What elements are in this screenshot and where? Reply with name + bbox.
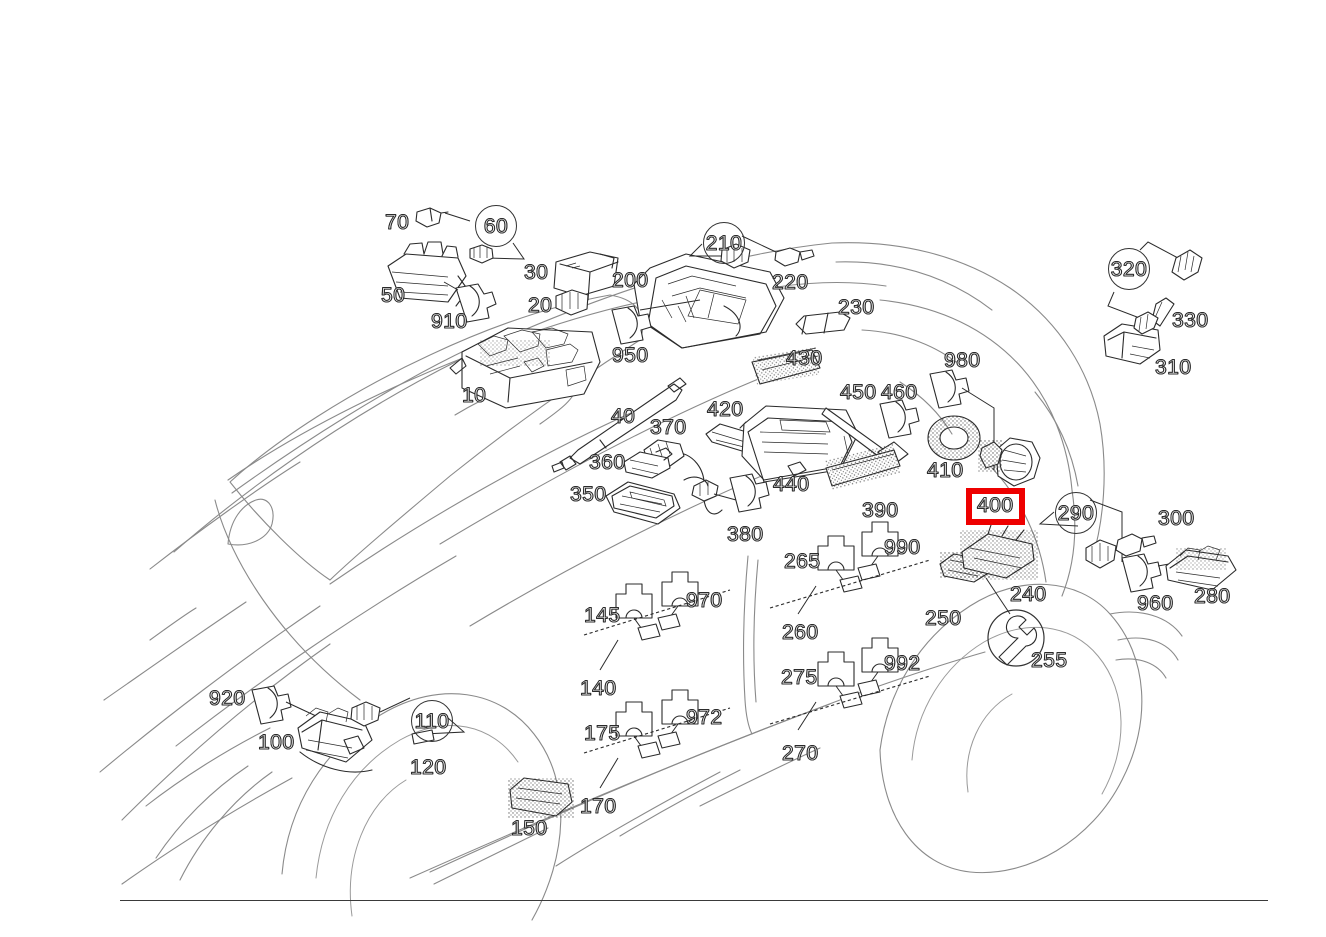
callout-label-450: 450 bbox=[840, 381, 877, 404]
part-20 bbox=[555, 289, 589, 316]
part-350 bbox=[605, 481, 681, 525]
callout-label-320: 320 bbox=[1108, 248, 1150, 290]
part-255-wrench-icon bbox=[987, 609, 1045, 667]
part-30 bbox=[553, 251, 619, 301]
part-980 bbox=[929, 369, 995, 470]
part-390 bbox=[825, 443, 901, 490]
part-10 bbox=[449, 327, 601, 409]
callout-label-972: 972 bbox=[686, 706, 723, 729]
part-430 bbox=[751, 347, 821, 385]
callout-label-970: 970 bbox=[686, 589, 723, 612]
callout-label-240: 240 bbox=[1010, 583, 1047, 606]
callout-label-390: 390 bbox=[862, 499, 899, 522]
callout-label-910: 910 bbox=[431, 310, 468, 333]
vehicle-body-outline bbox=[99, 242, 1183, 921]
callout-label-275: 275 bbox=[781, 666, 818, 689]
callout-label-280: 280 bbox=[1194, 585, 1231, 608]
callout-label-150: 150 bbox=[511, 817, 548, 840]
callout-label-992: 992 bbox=[884, 652, 921, 675]
part-150 bbox=[508, 777, 574, 818]
callout-label-265: 265 bbox=[784, 550, 821, 573]
callout-label-460: 460 bbox=[881, 381, 918, 404]
part-410 bbox=[927, 415, 981, 461]
callout-label-440: 440 bbox=[773, 473, 810, 496]
part-320 bbox=[1171, 249, 1203, 281]
part-280 bbox=[1165, 545, 1237, 591]
callout-label-990: 990 bbox=[884, 536, 921, 559]
callout-lead-320 bbox=[1107, 241, 1179, 323]
part-950 bbox=[611, 305, 652, 345]
callout-label-960: 960 bbox=[1137, 592, 1174, 615]
callout-label-20: 20 bbox=[527, 294, 553, 317]
part-60 bbox=[469, 244, 494, 264]
part-920 bbox=[251, 685, 317, 725]
callout-label-100: 100 bbox=[258, 731, 295, 754]
callout-label-200: 200 bbox=[612, 269, 649, 292]
part-70 bbox=[415, 207, 449, 228]
part-200 bbox=[633, 253, 785, 349]
part-360 bbox=[623, 447, 673, 479]
callout-label-270: 270 bbox=[782, 742, 819, 765]
part-910 bbox=[443, 281, 497, 323]
callout-label-430: 430 bbox=[786, 347, 823, 370]
callout-label-220: 220 bbox=[772, 271, 809, 294]
part-310 bbox=[1103, 311, 1161, 365]
part-cluster-right-doors bbox=[769, 521, 931, 731]
callout-label-330: 330 bbox=[1172, 309, 1209, 332]
callout-label-920: 920 bbox=[209, 687, 246, 710]
callout-label-175: 175 bbox=[584, 722, 621, 745]
callout-label-120: 120 bbox=[410, 756, 447, 779]
callout-label-250: 250 bbox=[925, 607, 962, 630]
callout-label-230: 230 bbox=[838, 296, 875, 319]
callout-label-140: 140 bbox=[580, 677, 617, 700]
callout-label-40: 40 bbox=[610, 405, 636, 428]
part-220 bbox=[774, 247, 815, 267]
part-cluster-left-doors bbox=[583, 571, 731, 789]
callout-label-360: 360 bbox=[589, 451, 626, 474]
part-380 bbox=[729, 473, 770, 513]
callout-label-110: 110 bbox=[411, 700, 453, 742]
callout-label-70: 70 bbox=[384, 211, 410, 234]
part-300 bbox=[1115, 533, 1157, 557]
callout-label-980: 980 bbox=[944, 349, 981, 372]
callout-label-290: 290 bbox=[1055, 492, 1097, 534]
callout-lead-60 bbox=[444, 212, 525, 260]
callout-label-30: 30 bbox=[523, 261, 549, 284]
callout-label-60: 60 bbox=[475, 205, 517, 247]
callout-label-950: 950 bbox=[612, 344, 649, 367]
part-290 bbox=[1085, 539, 1117, 569]
callout-label-370: 370 bbox=[650, 416, 687, 439]
part-110 bbox=[350, 701, 381, 727]
callout-label-310: 310 bbox=[1155, 356, 1192, 379]
callout-label-210: 210 bbox=[703, 222, 745, 264]
part-460 bbox=[879, 399, 920, 439]
footer-divider bbox=[120, 900, 1268, 901]
callout-label-50: 50 bbox=[380, 284, 406, 307]
part-240 bbox=[960, 521, 1038, 580]
callout-label-170: 170 bbox=[580, 795, 617, 818]
callout-label-145: 145 bbox=[584, 604, 621, 627]
callout-label-410: 410 bbox=[927, 459, 964, 482]
callout-label-10: 10 bbox=[461, 384, 487, 407]
callout-label-420: 420 bbox=[707, 398, 744, 421]
callout-label-300: 300 bbox=[1158, 507, 1195, 530]
part-40 bbox=[551, 377, 687, 473]
callout-label-255: 255 bbox=[1031, 649, 1068, 672]
callout-label-400[interactable]: 400 bbox=[966, 488, 1025, 525]
part-100 bbox=[297, 707, 373, 773]
part-400 bbox=[978, 437, 1041, 487]
part-230 bbox=[795, 311, 851, 335]
callout-label-380: 380 bbox=[727, 523, 764, 546]
callout-label-260: 260 bbox=[782, 621, 819, 644]
callout-label-350: 350 bbox=[570, 483, 607, 506]
